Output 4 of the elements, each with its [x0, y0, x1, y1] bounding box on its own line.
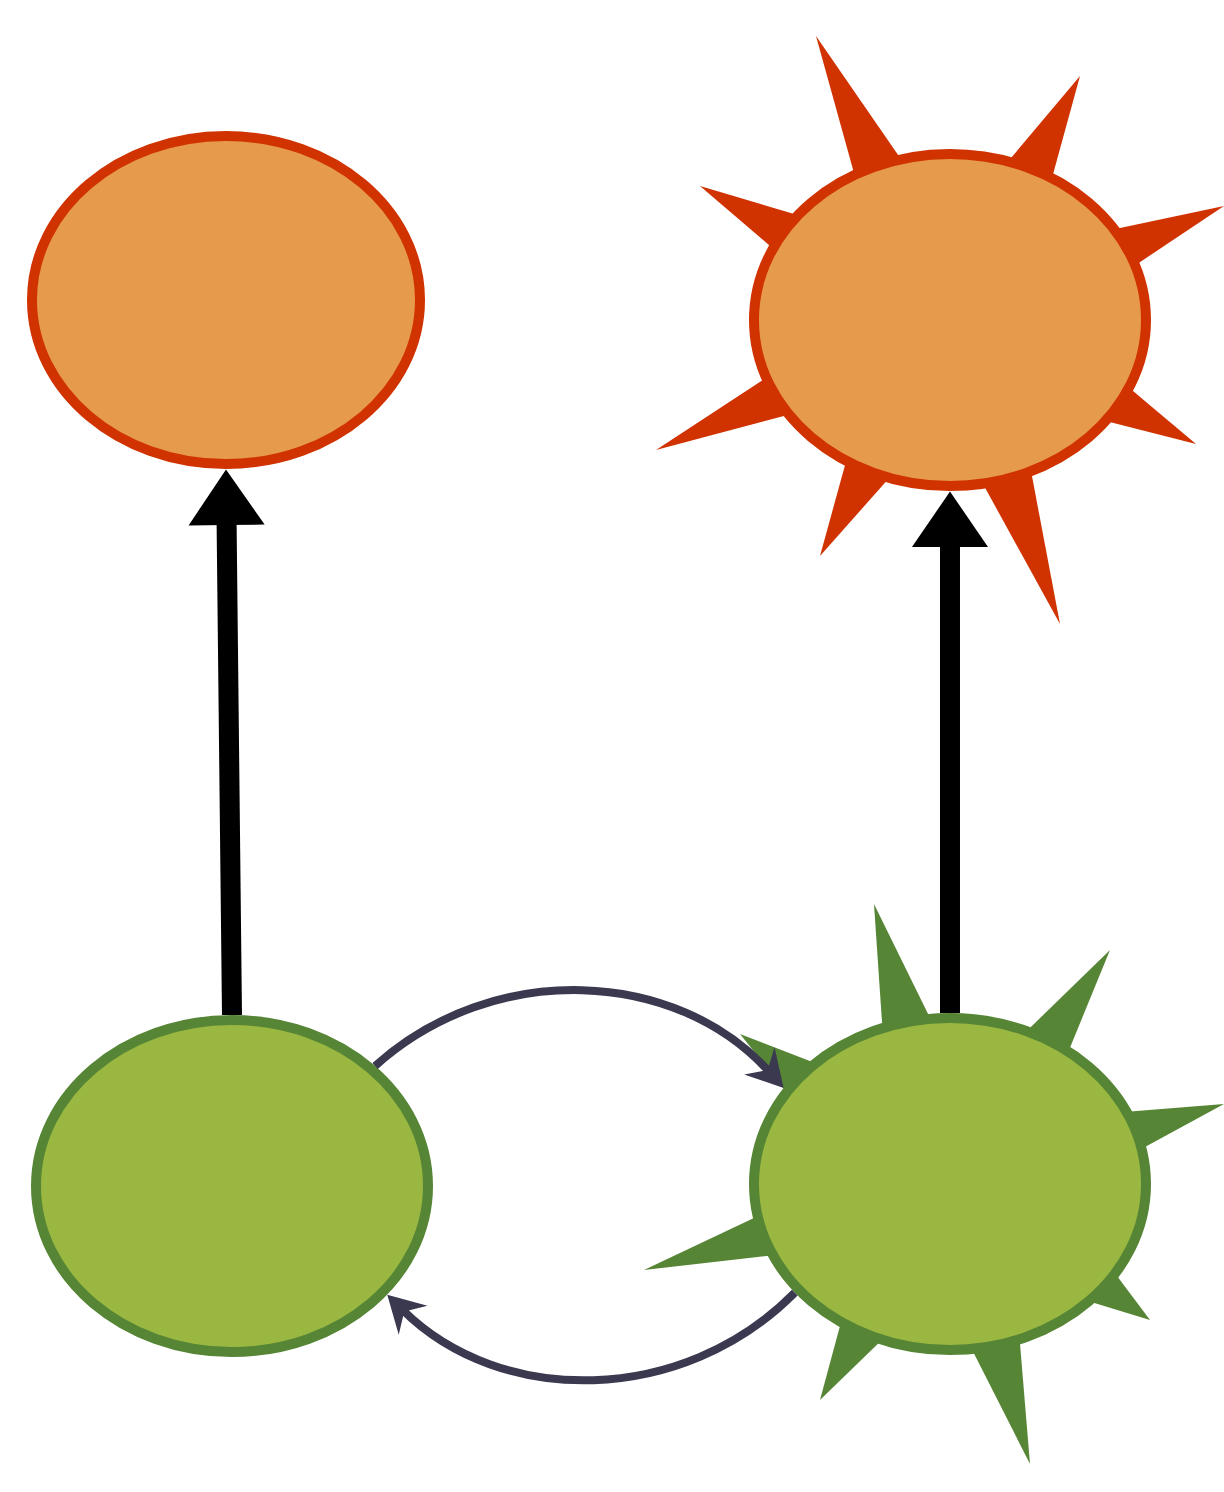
spiky-ellipse [656, 36, 1224, 624]
ellipse-shape [27, 131, 425, 469]
ellipse-shape [31, 1015, 433, 1357]
spiky-ellipse [644, 904, 1224, 1464]
